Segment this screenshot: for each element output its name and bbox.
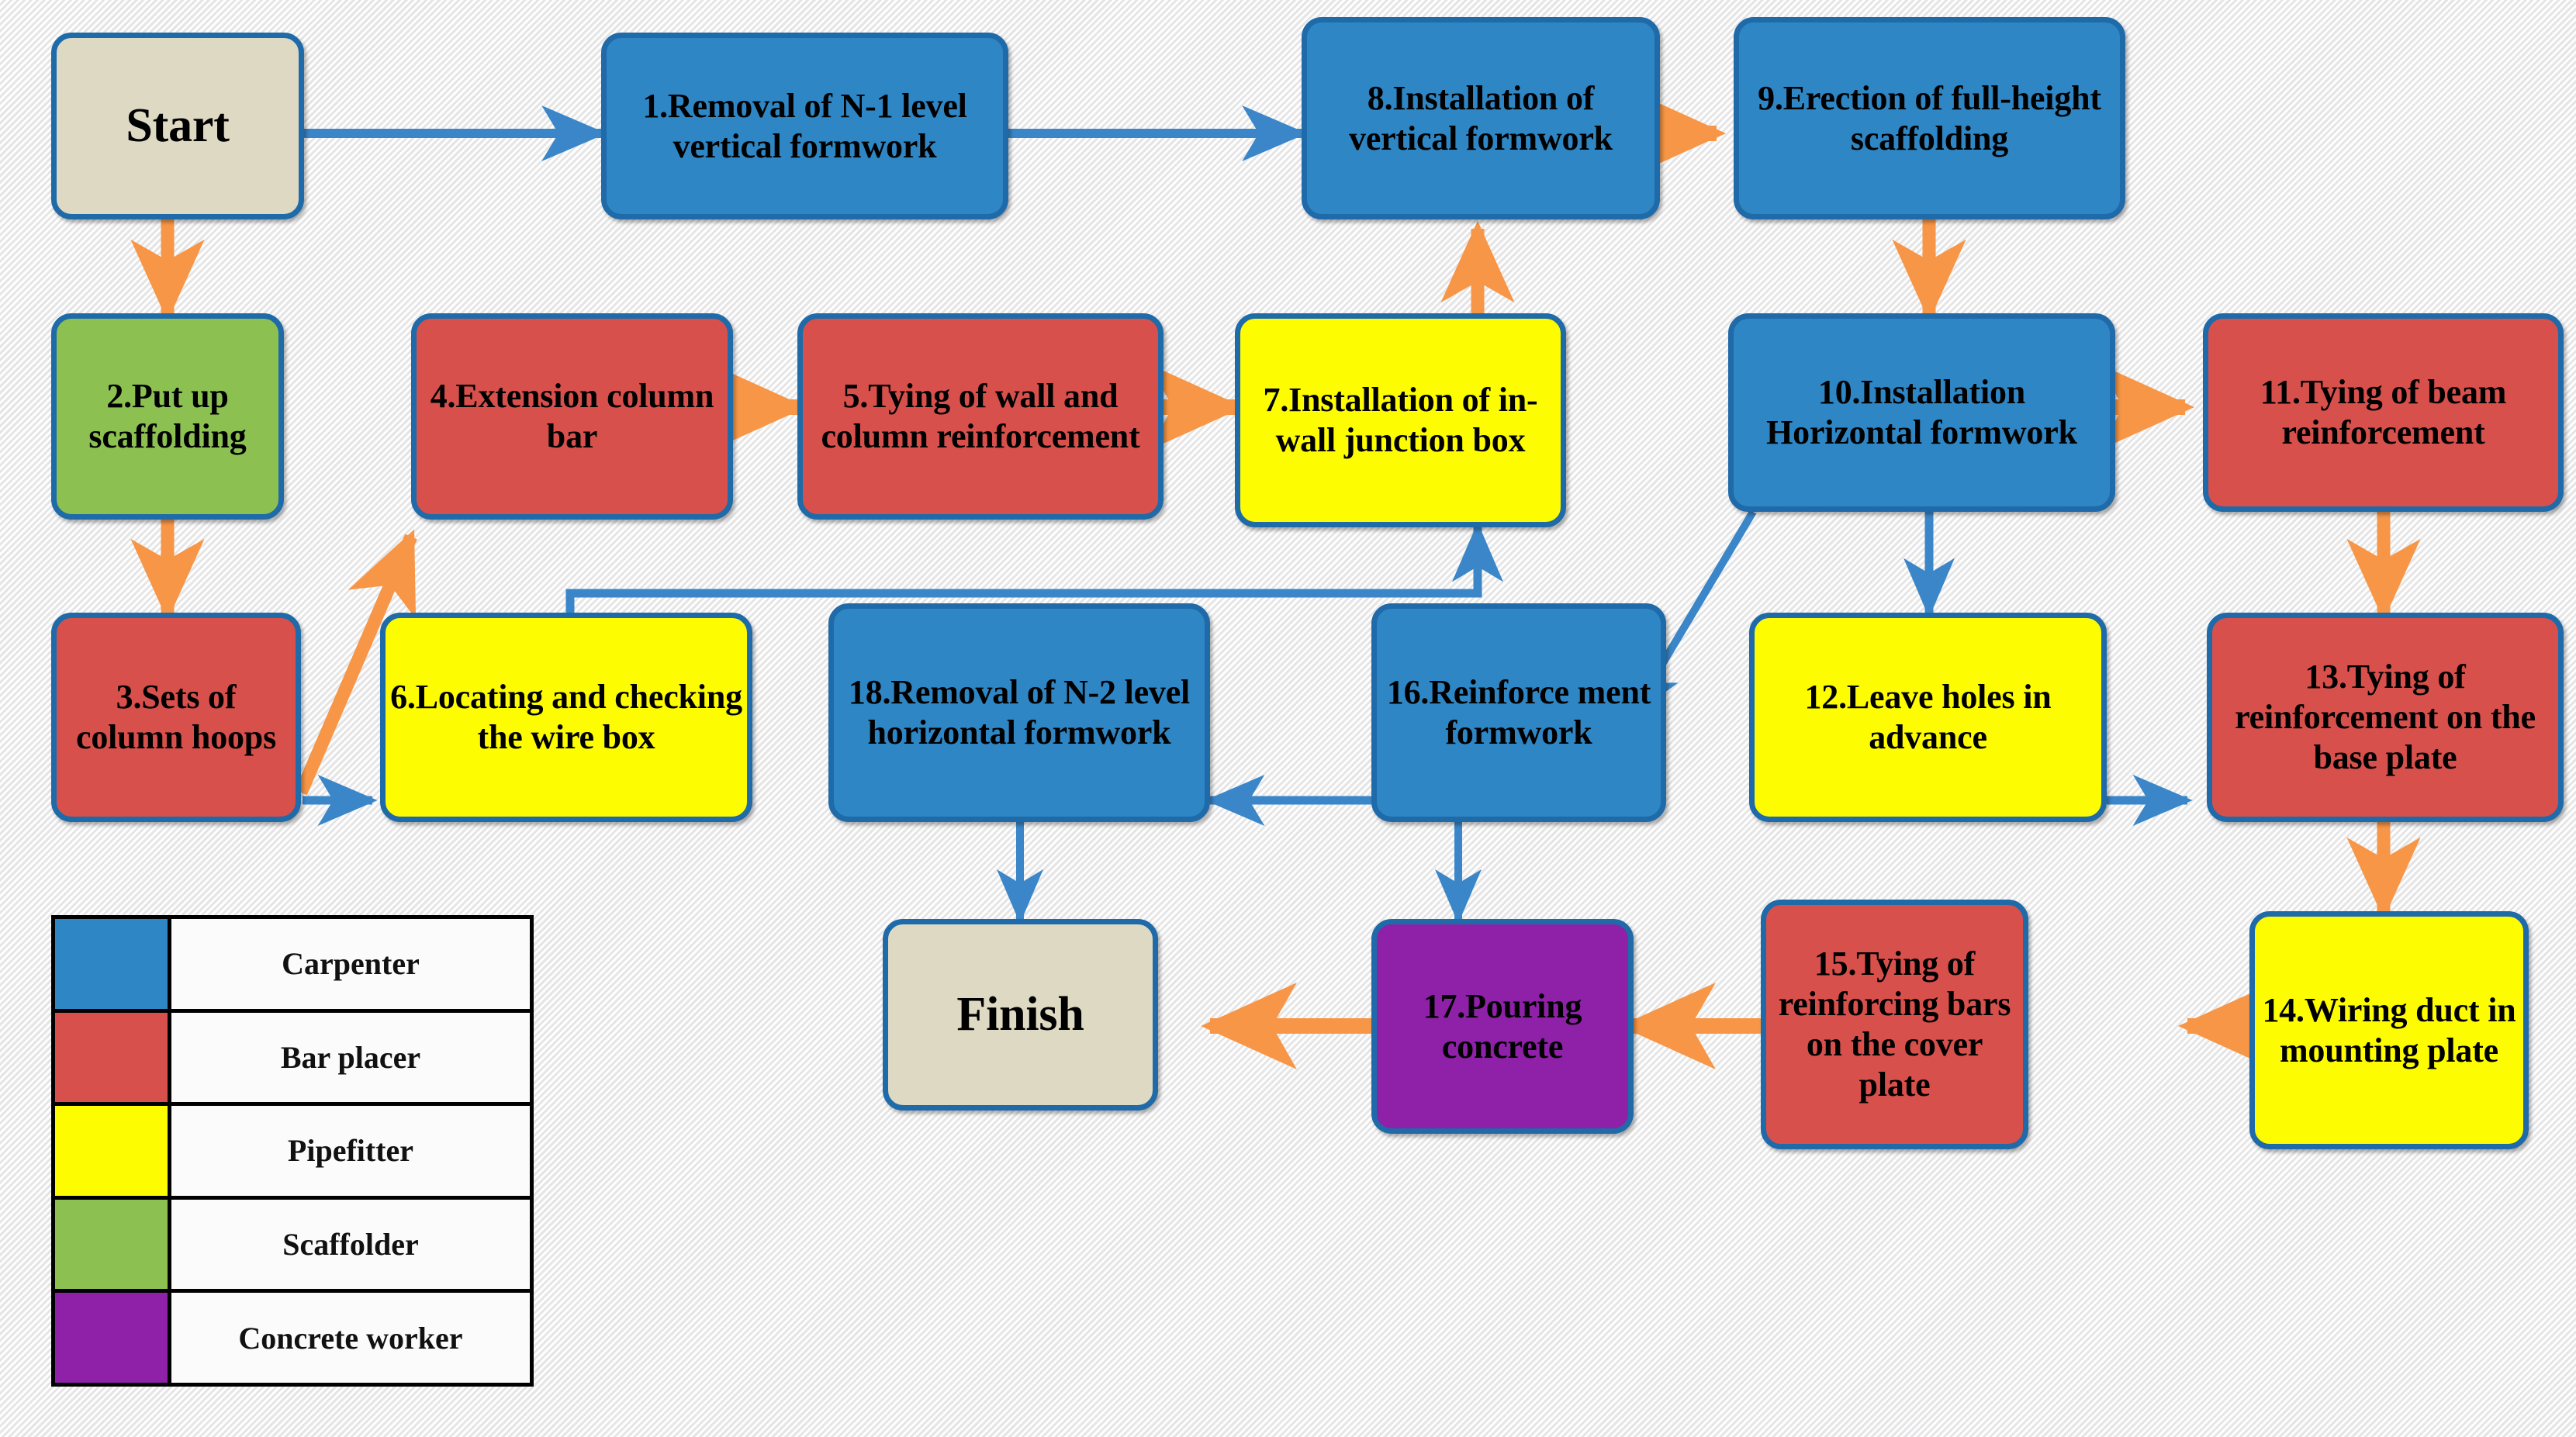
edge-3-to-4 — [295, 529, 417, 796]
node-3[interactable]: 3.Sets of column hoops — [51, 613, 301, 822]
legend-row: Pipefitter — [55, 1106, 530, 1200]
node-2[interactable]: 2.Put up scaffolding — [51, 313, 284, 520]
legend: Carpenter Bar placer Pipefitter Scaffold… — [51, 915, 534, 1387]
node-5[interactable]: 5.Tying of wall and column reinforcement — [797, 313, 1164, 520]
legend-row: Concrete worker — [55, 1293, 530, 1383]
node-10[interactable]: 10.Installation Horizontal formwork — [1728, 313, 2115, 512]
node-13[interactable]: 13.Tying of reinforcement on the base pl… — [2207, 613, 2564, 822]
legend-label-pipefitter: Pipefitter — [171, 1106, 530, 1196]
node-finish[interactable]: Finish — [883, 919, 1158, 1111]
node-11[interactable]: 11.Tying of beam reinforcement — [2203, 313, 2564, 512]
legend-label-carpenter: Carpenter — [171, 919, 530, 1009]
node-start[interactable]: Start — [51, 33, 304, 219]
legend-swatch-concrete-worker — [55, 1293, 171, 1383]
legend-row: Scaffolder — [55, 1199, 530, 1294]
legend-row: Bar placer — [55, 1012, 530, 1107]
legend-row: Carpenter — [55, 919, 530, 1013]
node-6[interactable]: 6.Locating and checking the wire box — [380, 613, 752, 822]
legend-label-scaffolder: Scaffolder — [171, 1199, 530, 1290]
node-16[interactable]: 16.Reinforce ment formwork — [1371, 603, 1666, 822]
legend-swatch-bar-placer — [55, 1012, 171, 1103]
node-9[interactable]: 9.Erection of full-height scaffolding — [1734, 17, 2125, 219]
legend-label-concrete-worker: Concrete worker — [171, 1293, 530, 1383]
legend-swatch-carpenter — [55, 919, 171, 1009]
node-18[interactable]: 18.Removal of N-2 level horizontal formw… — [828, 603, 1210, 822]
node-7[interactable]: 7.Installation of in-wall junction box — [1235, 313, 1566, 527]
node-1[interactable]: 1.Removal of N-1 level vertical formwork — [601, 33, 1008, 219]
node-15[interactable]: 15.Tying of reinforcing bars on the cove… — [1761, 900, 2028, 1149]
node-17[interactable]: 17.Pouring concrete — [1371, 919, 1634, 1134]
node-4[interactable]: 4.Extension column bar — [411, 313, 733, 520]
legend-swatch-scaffolder — [55, 1199, 171, 1290]
node-14[interactable]: 14.Wiring duct in mounting plate — [2249, 911, 2529, 1149]
legend-label-bar-placer: Bar placer — [171, 1012, 530, 1103]
node-8[interactable]: 8.Installation of vertical formwork — [1302, 17, 1660, 219]
legend-swatch-pipefitter — [55, 1106, 171, 1196]
node-12[interactable]: 12.Leave holes in advance — [1749, 613, 2107, 822]
